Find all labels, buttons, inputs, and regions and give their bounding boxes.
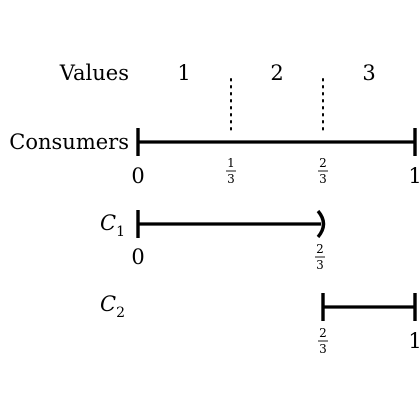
c1-label: C1 — [100, 211, 125, 240]
c2-two-thirds-fraction: 2 3 — [318, 326, 328, 356]
fraction-numerator: 1 — [227, 156, 235, 170]
consumers-one-third-fraction: 1 3 — [226, 156, 236, 186]
fraction-denominator: 3 — [316, 258, 324, 272]
value-3-label: 3 — [362, 61, 375, 85]
fraction-numerator: 2 — [316, 242, 324, 256]
c2-one-label: 1 — [408, 329, 420, 353]
consumers-zero-label: 0 — [131, 164, 144, 188]
consumers-label: Consumers — [9, 130, 129, 154]
fraction-numerator: 2 — [319, 326, 327, 340]
fraction-denominator: 3 — [319, 172, 327, 186]
c1-label-main: C — [100, 211, 116, 235]
value-2-label: 2 — [270, 61, 283, 85]
value-1-label: 1 — [177, 61, 190, 85]
consumers-two-thirds-fraction: 2 3 — [318, 156, 328, 186]
c2-label: C2 — [100, 292, 125, 321]
c2-label-main: C — [100, 292, 116, 316]
c1-label-sub: 1 — [116, 224, 125, 240]
c1-zero-label: 0 — [131, 245, 144, 269]
fraction-denominator: 3 — [319, 342, 327, 356]
fraction-denominator: 3 — [227, 172, 235, 186]
c1-two-thirds-fraction: 2 3 — [315, 242, 325, 272]
values-label: Values — [59, 61, 129, 85]
fraction-numerator: 2 — [319, 156, 327, 170]
c1-open-end-bracket — [316, 209, 326, 239]
c2-label-sub: 2 — [116, 305, 125, 321]
consumers-one-label: 1 — [408, 164, 420, 188]
